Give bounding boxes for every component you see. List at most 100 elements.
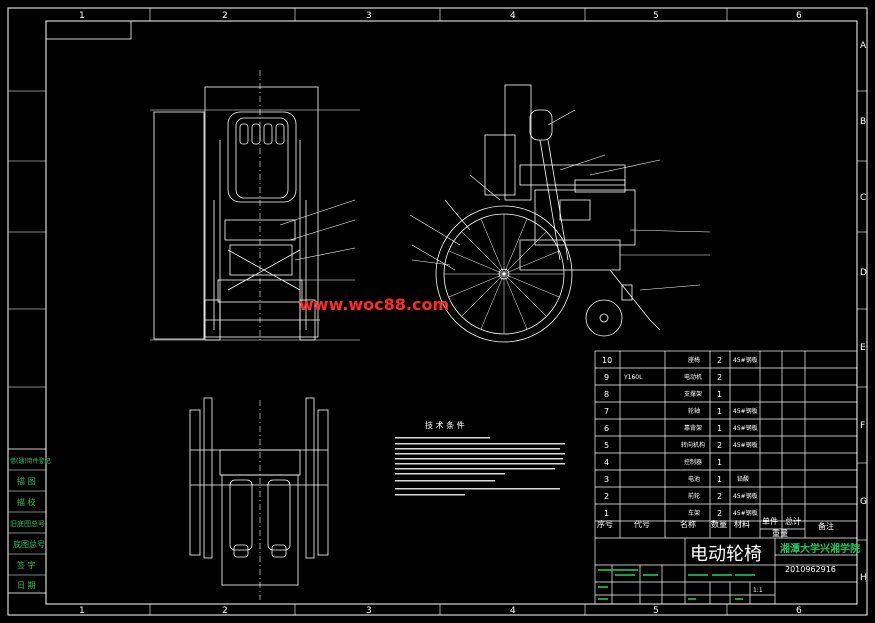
parts-row-2: 2 前轮 2 45#钢板 bbox=[604, 492, 758, 501]
row-label-G: G bbox=[860, 497, 867, 507]
parts-row-8: 8 支撑架 1 bbox=[604, 390, 722, 399]
stamp-item-1: 描 图 bbox=[17, 476, 36, 486]
part-material: 45#钢板 bbox=[733, 509, 758, 517]
part-qty: 1 bbox=[717, 390, 722, 399]
tech-title: 技 术 条 件 bbox=[425, 420, 465, 430]
part-no: 4 bbox=[604, 458, 609, 467]
header-total: 总计 bbox=[785, 516, 801, 526]
parts-row-1: 1 车架 2 45#钢板 bbox=[604, 509, 758, 518]
title-block: 电动轮椅 湘潭大学兴湘学院 2010962916 1:1 bbox=[598, 542, 860, 600]
part-name: 支撑架 bbox=[684, 390, 702, 398]
part-qty: 2 bbox=[717, 492, 722, 501]
front-view bbox=[150, 70, 360, 341]
part-name: 前轮 bbox=[688, 492, 700, 500]
part-name: 转向机构 bbox=[681, 441, 705, 449]
part-material: 45#钢板 bbox=[733, 441, 758, 449]
col-label-5: 5 bbox=[653, 11, 659, 21]
col-label-1-bottom: 1 bbox=[79, 606, 85, 616]
part-no: 7 bbox=[604, 407, 609, 416]
parts-rows: 10 座椅 2 45#钢板 9 Y160L 电动机 2 8 支撑架 1 7 轮轴… bbox=[602, 356, 758, 518]
part-qty: 1 bbox=[717, 424, 722, 433]
part-qty: 2 bbox=[717, 441, 722, 450]
tech-requirements: 技 术 条 件 bbox=[395, 420, 565, 496]
part-material: 45#钢板 bbox=[733, 492, 758, 500]
stamp-item-6: 日 期 bbox=[17, 581, 36, 590]
row-zone-left bbox=[8, 90, 46, 388]
header-weight: 重量 bbox=[772, 528, 788, 538]
col-label-3-bottom: 3 bbox=[366, 606, 372, 616]
stamp-item-0: 借(通)用件登记 bbox=[10, 457, 51, 465]
part-qty: 2 bbox=[717, 509, 722, 518]
part-name: 靠背架 bbox=[684, 424, 702, 432]
row-label-A: A bbox=[860, 41, 867, 51]
row-label-F: F bbox=[860, 421, 865, 431]
left-stamp-block: 借(通)用件登记 描 图 描 校 旧底图总号 底图总号 签 字 日 期 bbox=[7, 448, 51, 594]
university-name: 湘潭大学兴湘学院 bbox=[780, 542, 860, 555]
header-unit: 单件 bbox=[762, 516, 778, 526]
part-material: 45#钢板 bbox=[733, 424, 758, 432]
header-qty: 数量 bbox=[711, 519, 727, 529]
parts-row-9: 9 Y160L 电动机 2 bbox=[604, 373, 722, 382]
watermark-text: www.woc88.com bbox=[299, 295, 449, 314]
parts-header: 序号 代号 名称 数量 材料 单件 总计 重量 备注 bbox=[597, 516, 834, 538]
row-label-E: E bbox=[860, 343, 866, 353]
row-label-D: D bbox=[860, 268, 867, 278]
col-label-6: 6 bbox=[796, 11, 802, 21]
parts-row-6: 6 靠背架 1 45#钢板 bbox=[604, 424, 758, 433]
stamp-item-5: 签 字 bbox=[17, 560, 36, 570]
part-no: 3 bbox=[604, 475, 609, 484]
column-zone-bottom: 1 2 3 4 5 6 bbox=[79, 604, 802, 616]
stamp-item-4: 底图总号 bbox=[13, 539, 45, 549]
part-no: 8 bbox=[604, 390, 609, 399]
header-seq: 序号 bbox=[597, 519, 613, 529]
part-no: 10 bbox=[602, 356, 612, 365]
scale-value: 1:1 bbox=[753, 587, 763, 594]
part-name: 轮轴 bbox=[688, 407, 700, 415]
part-no: 1 bbox=[604, 509, 609, 518]
col-label-2: 2 bbox=[222, 11, 228, 21]
part-qty: 1 bbox=[717, 458, 722, 467]
part-no: 9 bbox=[604, 373, 609, 382]
part-name: 电动机 bbox=[684, 373, 702, 381]
title-block-labels bbox=[598, 569, 755, 600]
row-label-B: B bbox=[860, 117, 866, 127]
header-name: 名称 bbox=[680, 519, 696, 529]
parts-row-5: 5 转向机构 2 45#钢板 bbox=[604, 441, 758, 450]
col-label-4: 4 bbox=[510, 11, 516, 21]
part-no: 6 bbox=[604, 424, 609, 433]
part-qty: 2 bbox=[717, 356, 722, 365]
header-remark: 备注 bbox=[818, 521, 834, 531]
row-label-C: C bbox=[860, 193, 866, 203]
part-name: 电池 bbox=[688, 475, 700, 483]
drawing-number: 2010962916 bbox=[785, 565, 836, 574]
col-label-6-bottom: 6 bbox=[796, 606, 802, 616]
part-material: 45#钢板 bbox=[733, 407, 758, 415]
col-label-4-bottom: 4 bbox=[510, 606, 516, 616]
row-label-H: H bbox=[860, 573, 867, 583]
part-name: 控制器 bbox=[684, 458, 702, 466]
part-name: 座椅 bbox=[688, 356, 700, 364]
outer-border bbox=[7, 7, 868, 616]
stamp-item-2: 描 校 bbox=[17, 497, 36, 507]
part-no: 5 bbox=[604, 441, 609, 450]
parts-row-3: 3 电池 1 铅酸 bbox=[604, 475, 749, 484]
part-code: Y160L bbox=[623, 374, 643, 381]
column-zone-top: 1 2 3 4 5 6 bbox=[79, 8, 802, 21]
parts-row-4: 4 控制器 1 bbox=[604, 458, 722, 467]
row-zone-right: A B C D E F G H bbox=[857, 41, 867, 583]
part-name: 车架 bbox=[688, 509, 700, 517]
parts-row-10: 10 座椅 2 45#钢板 bbox=[602, 356, 758, 365]
part-material: 铅酸 bbox=[737, 475, 749, 483]
corner-box bbox=[45, 20, 132, 40]
part-qty: 2 bbox=[717, 373, 722, 382]
drawing-title: 电动轮椅 bbox=[690, 544, 762, 565]
col-label-1: 1 bbox=[79, 11, 85, 21]
parts-list bbox=[594, 350, 858, 605]
parts-row-7: 7 轮轴 1 45#钢板 bbox=[604, 407, 758, 416]
top-view bbox=[189, 397, 329, 600]
inner-border bbox=[45, 20, 858, 605]
part-material: 45#钢板 bbox=[733, 356, 758, 364]
col-label-3: 3 bbox=[366, 11, 372, 21]
header-material: 材料 bbox=[734, 519, 750, 529]
